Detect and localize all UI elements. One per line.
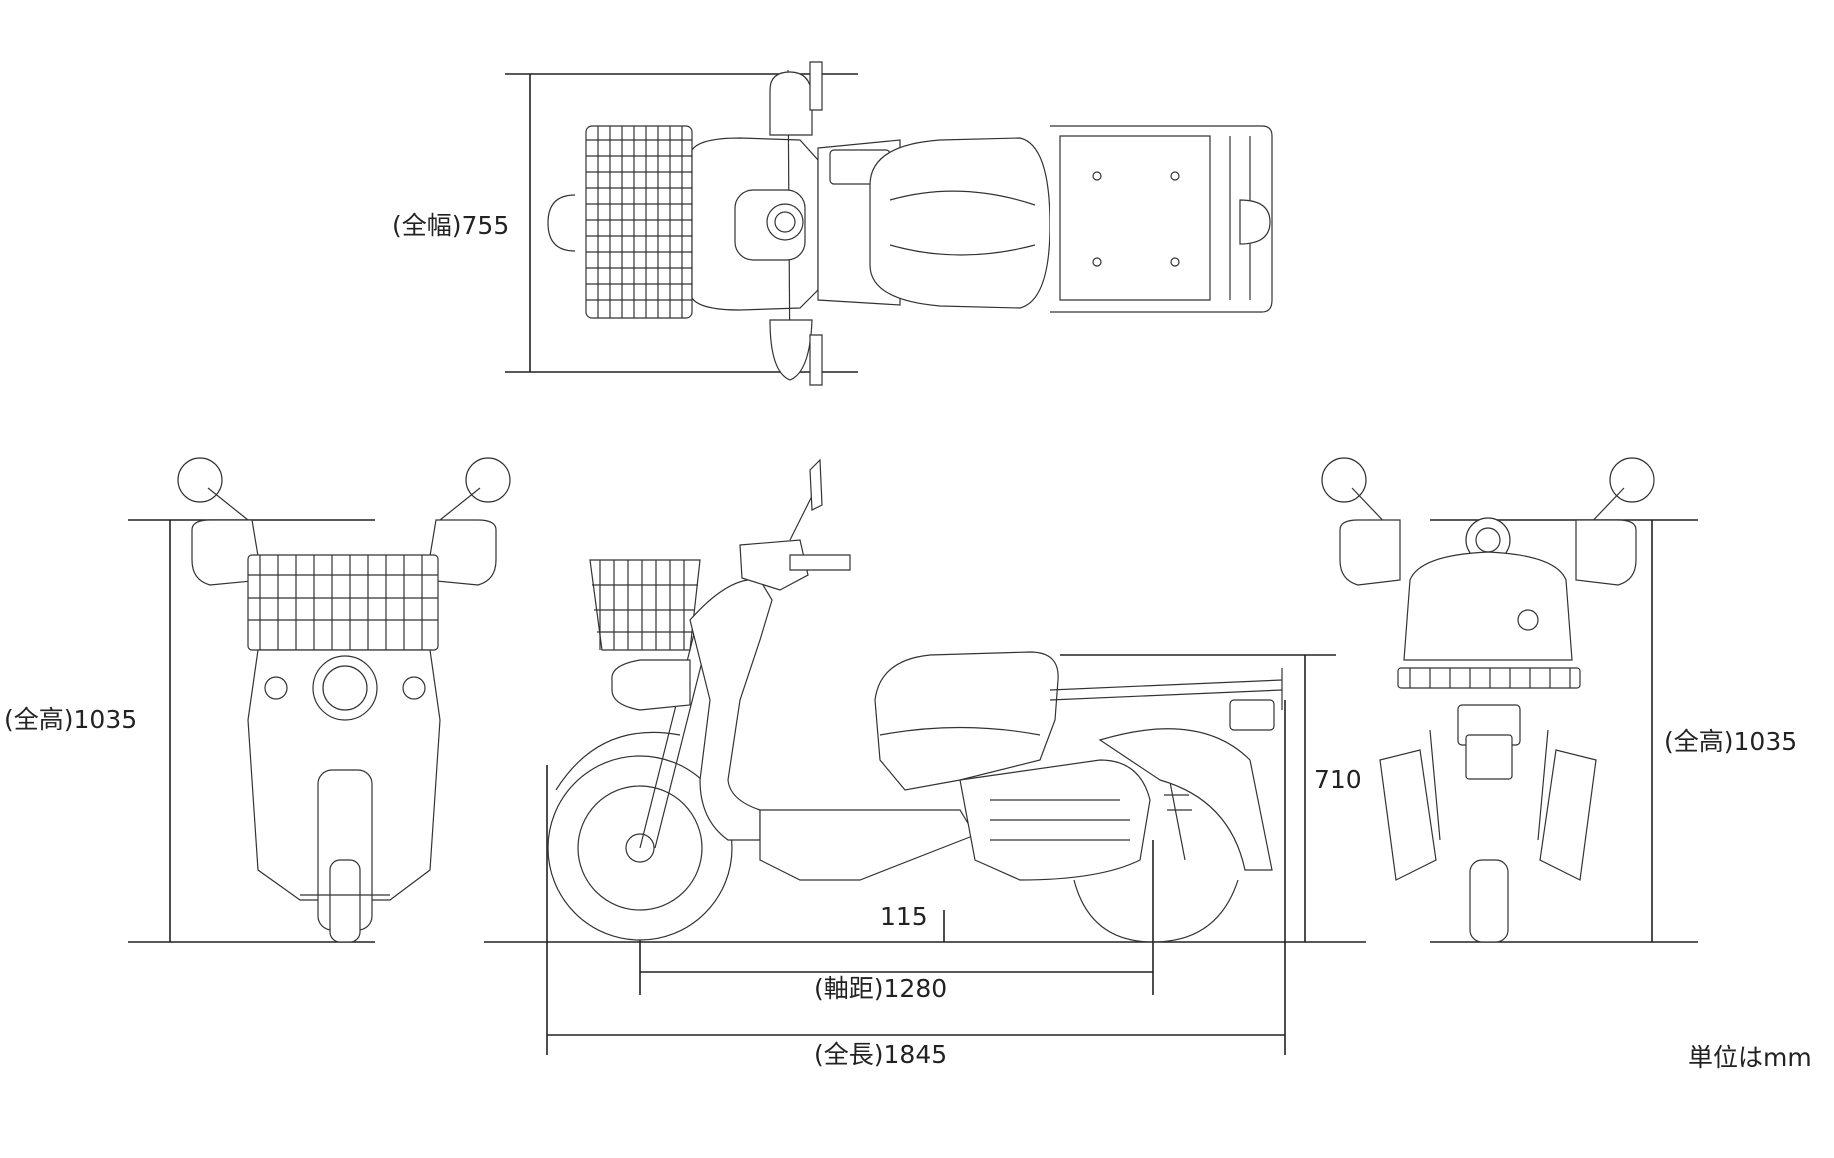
front-view: (全高)1035 — [4, 457, 511, 943]
basket-top — [585, 125, 693, 319]
rear-view: (全高)1035 — [1321, 457, 1797, 943]
overall-width-label: (全幅)755 — [392, 211, 509, 240]
ground-clearance-label: 115 — [880, 902, 928, 931]
top-view: (全幅)755 — [392, 61, 1273, 386]
basket-front — [247, 554, 439, 651]
seat-height-label: 710 — [1314, 765, 1362, 794]
overall-height-front-label: (全高)1035 — [4, 705, 137, 734]
unit-note: 単位はmm — [1688, 1043, 1812, 1072]
basket-side — [589, 559, 701, 651]
side-view: 710 115 (軸距)1280 (全長)1845 — [484, 458, 1366, 1069]
overall-length-label: (全長)1845 — [814, 1040, 947, 1069]
wheelbase-label: (軸距)1280 — [814, 974, 947, 1003]
overall-height-rear-label: (全高)1035 — [1664, 727, 1797, 756]
